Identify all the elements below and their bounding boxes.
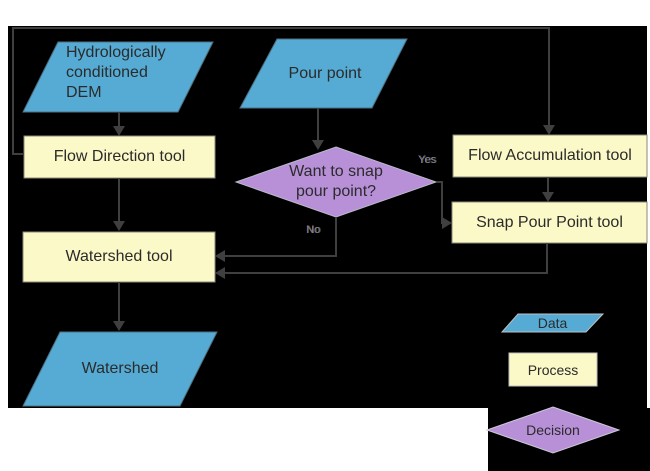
edge-decision-no-to-watershed-tool bbox=[225, 217, 337, 257]
arrowhead bbox=[113, 321, 125, 331]
legend-data-shape bbox=[500, 313, 605, 333]
arrowhead bbox=[215, 250, 225, 262]
node-flow-accumulation-shape bbox=[452, 134, 648, 178]
node-dem-shape bbox=[22, 41, 214, 113]
node-flow-direction-shape bbox=[23, 135, 216, 179]
legend-data-label: Data bbox=[537, 314, 568, 331]
node-flow-direction-label: Flow Direction tool bbox=[53, 148, 186, 165]
node-dem-label-line3: DEM bbox=[66, 84, 102, 101]
node-dem-label: Hydrologically conditioned DEM bbox=[66, 43, 186, 103]
arrowhead bbox=[113, 126, 125, 136]
legend-process-label: Process bbox=[527, 361, 579, 378]
node-watershed-tool-label: Watershed tool bbox=[65, 248, 173, 265]
node-pour-point-shape bbox=[239, 38, 408, 109]
edge-label-no: No bbox=[306, 224, 321, 236]
node-snap-pour-point-label: Snap Pour Point tool bbox=[476, 213, 623, 231]
arrowhead bbox=[542, 192, 554, 202]
node-pour-point-label: Pour point bbox=[288, 64, 362, 82]
node-decision-label-line1: Want to snap bbox=[289, 163, 383, 180]
node-dem-label-line2: conditioned bbox=[66, 64, 148, 81]
legend-decision-label: Decision bbox=[526, 422, 580, 438]
node-dem-label-line1: Hydrologically bbox=[66, 44, 166, 61]
node-snap-pour-point-shape bbox=[451, 201, 648, 244]
node-flow-accumulation-label: Flow Accumulation tool bbox=[468, 147, 632, 164]
edge-snap-pour-point-to-watershed-tool bbox=[225, 243, 548, 274]
edge-flow-direction-to-flow-accumulation bbox=[12, 27, 550, 155]
node-decision-label: Want to snap pour point? bbox=[266, 152, 406, 212]
arrowhead bbox=[312, 140, 324, 150]
edge-label-yes: Yes bbox=[418, 154, 436, 166]
legend-process-shape bbox=[508, 352, 598, 387]
arrowhead bbox=[113, 221, 125, 231]
edge-decision-yes-to-snap-pour-point bbox=[436, 181, 443, 224]
node-watershed-tool-shape bbox=[22, 231, 216, 283]
node-watershed-shape bbox=[22, 331, 218, 407]
arrowhead bbox=[543, 125, 555, 135]
arrowhead bbox=[442, 217, 452, 229]
legend-decision-shape bbox=[485, 406, 621, 454]
node-decision-label-line2: pour point? bbox=[295, 183, 377, 200]
node-watershed-label: Watershed bbox=[81, 360, 159, 377]
arrowhead bbox=[215, 267, 225, 279]
